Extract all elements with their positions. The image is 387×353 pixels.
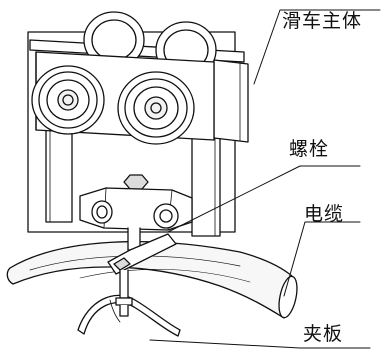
label-cable: 电缆: [304, 203, 345, 225]
leader-lines: [149, 9, 381, 349]
clamp-plate: [77, 294, 181, 337]
leader-cable: [283, 221, 361, 297]
leader-bolt: [167, 165, 361, 233]
leader-trolley-body: [253, 9, 381, 85]
label-trolley-body: 滑车主体: [282, 10, 363, 32]
bolt-assembly: [79, 174, 193, 251]
lower-wheels: [31, 65, 195, 145]
hanger-link: [107, 233, 177, 317]
leader-clamp-plate: [149, 339, 371, 349]
label-clamp-plate: 夹板: [303, 323, 344, 345]
label-bolt: 螺栓: [289, 138, 330, 160]
